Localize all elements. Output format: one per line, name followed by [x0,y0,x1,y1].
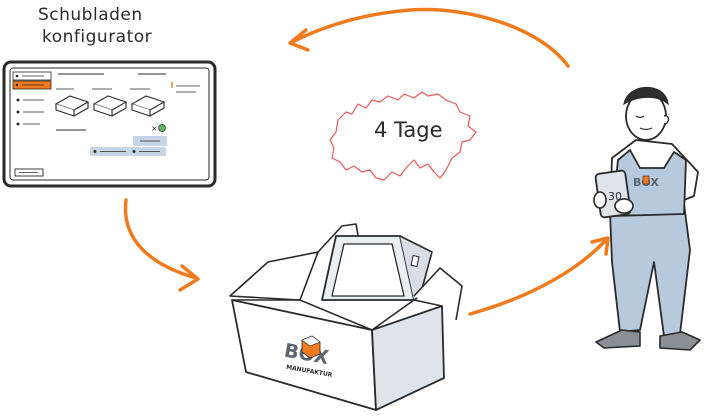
drawer-option-2 [92,95,128,117]
configurator-tablet: × [2,60,217,188]
configurator-title: Schubladen konfigurator [38,4,152,48]
cardboard-box: BOX MANUFAKTUR [229,223,463,411]
worker-figure: BOX [593,86,701,351]
check-icon [158,124,166,132]
arrow-return-top [288,7,570,68]
drawer-option-3 [130,95,166,117]
title-line-1: Schubladen [38,5,143,25]
tablet-text: 30 [608,190,622,203]
svg-text:×: × [151,124,158,133]
delivery-time-label: 4 Tage [374,118,443,142]
title-line-2: konfigurator [42,27,153,47]
drawer-option-1 [54,95,90,117]
arrow-to-worker [468,236,610,316]
switzerland-map [329,91,477,181]
arrow-to-box [123,198,200,292]
